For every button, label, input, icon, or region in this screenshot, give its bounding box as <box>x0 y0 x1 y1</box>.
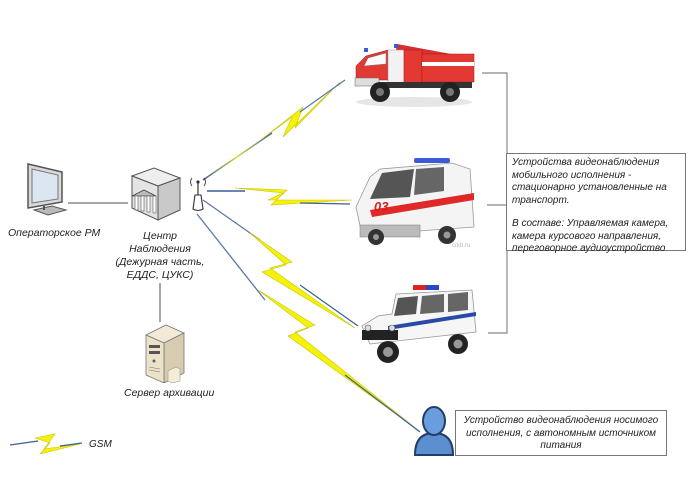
fire-truck-icon <box>354 44 475 107</box>
archive-server-label: Сервер архивации <box>124 387 215 399</box>
monitoring-center-label: Центр Наблюдения (Дежурная часть, ЕДДС, … <box>115 230 205 282</box>
wearable-device-description: Устройство видеонаблюдения носимого испо… <box>455 410 667 456</box>
gsm-link-ambulance <box>207 187 353 206</box>
user-icon <box>413 406 455 456</box>
operator-workstation-label: Операторское РМ <box>8 227 101 239</box>
server-tower-icon <box>145 324 185 384</box>
center-label-line: Наблюдения <box>129 243 191 255</box>
center-label-line: Центр <box>143 230 177 242</box>
ambulance[interactable]: 03 crkb.ru <box>352 155 487 250</box>
fire-truck[interactable] <box>352 36 478 110</box>
center-label-line: ЕДДС, ЦУКС) <box>126 269 194 281</box>
legend-gsm-label: GSM <box>89 439 112 450</box>
center-label-line: (Дежурная часть, <box>115 256 205 268</box>
wearable-user[interactable] <box>413 403 455 457</box>
gsm-link-police-car <box>202 199 359 329</box>
monitor-icon <box>27 163 68 216</box>
ambulance-icon: 03 crkb.ru <box>355 158 475 249</box>
police-car-icon <box>361 285 477 363</box>
archive-server[interactable] <box>140 323 192 384</box>
monitoring-center[interactable] <box>124 166 184 224</box>
mobile-devices-paragraph-2: В составе: Управляемая камера, камера ку… <box>512 218 669 254</box>
antenna-icon <box>190 177 206 212</box>
police-car[interactable] <box>358 282 486 372</box>
operator-workstation[interactable] <box>22 162 72 217</box>
gsm-link-fire-truck <box>202 79 346 181</box>
ambulance-number: 03 <box>374 199 389 214</box>
legend-lightning-icon <box>9 433 83 455</box>
mobile-devices-description: Устройства видеонаблюдения мобильного ис… <box>506 153 686 254</box>
watermark: crkb.ru <box>452 243 470 249</box>
mobile-devices-paragraph-1: Устройства видеонаблюдения мобильного ис… <box>512 157 667 206</box>
gsm-link-person <box>196 213 421 433</box>
building-server-icon <box>130 167 182 221</box>
antenna <box>188 175 208 213</box>
